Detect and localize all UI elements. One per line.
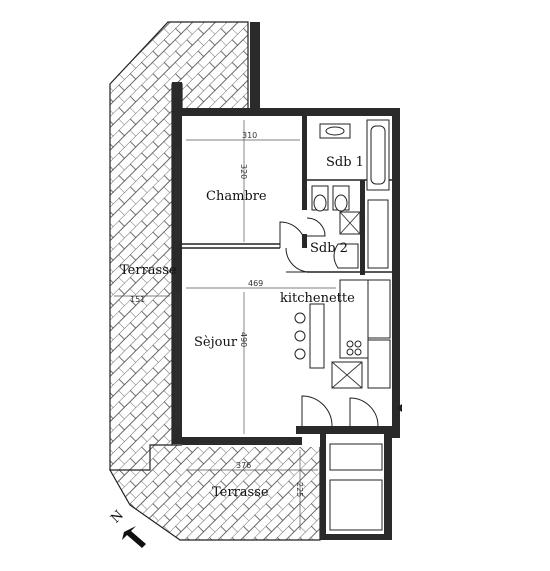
sdb2-fixtures <box>333 199 389 269</box>
dim-chambre-depth: 320 <box>239 164 248 179</box>
room-label-chambre: Chambre <box>206 189 267 204</box>
dimension-lines <box>114 120 336 530</box>
room-label-sdb2: Sdb 2 <box>310 241 348 256</box>
room-label-terrasse-west: Terrasse <box>120 263 177 278</box>
dim-terrasse-south-width: 376 <box>236 461 251 470</box>
bar-stools <box>294 303 362 369</box>
compass-north-label: N <box>108 508 127 527</box>
room-label-sejour: Sèjour <box>194 335 238 350</box>
dim-sejour-width: 469 <box>248 279 263 288</box>
exterior-walls <box>172 22 400 540</box>
room-label-sdb1: Sdb 1 <box>326 155 364 170</box>
sdb1-fixtures <box>311 119 390 212</box>
north-arrow-icon: N <box>108 508 146 548</box>
dim-sejour-depth: 490 <box>239 332 248 347</box>
windows <box>175 150 290 444</box>
doors <box>279 217 402 427</box>
dim-terrasse-west-width: 151 <box>130 295 145 304</box>
annex <box>329 443 383 531</box>
room-label-terrasse-south: Terrasse <box>212 485 269 500</box>
room-label-kitchenette: kitchenette <box>280 291 355 306</box>
dim-chambre-width: 310 <box>242 131 257 140</box>
dim-terrasse-south-depth: 225 <box>295 482 304 497</box>
